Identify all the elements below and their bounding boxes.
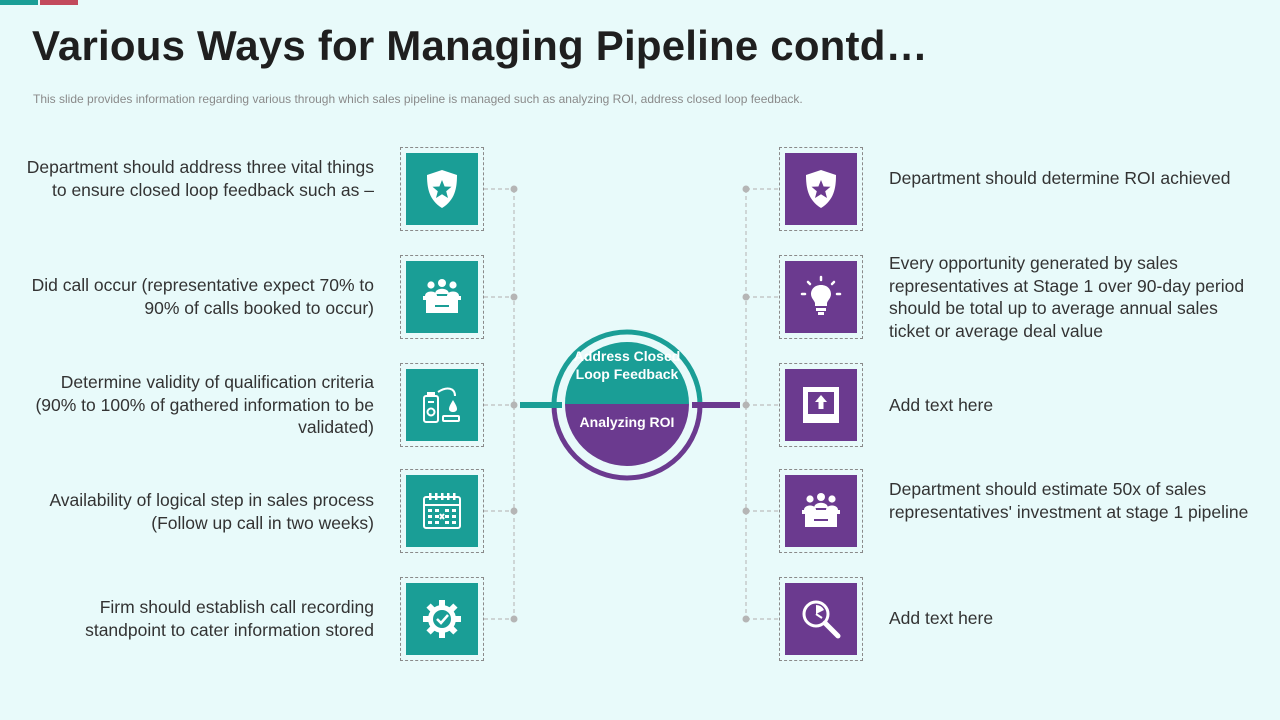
right-item-text-5: Add text here bbox=[889, 608, 994, 628]
left-item-text-4: Availability of logical step in sales pr… bbox=[49, 490, 374, 533]
slide-title: Various Ways for Managing Pipeline contd… bbox=[32, 22, 928, 69]
team-meeting-icon bbox=[802, 493, 840, 527]
left-icon-box-2 bbox=[400, 255, 484, 339]
right-item-text-2: Every opportunity generated by sales rep… bbox=[889, 253, 1245, 341]
left-item-text-1: Department should address three vital th… bbox=[26, 157, 374, 200]
left-item-text-3: Determine validity of qualification crit… bbox=[35, 372, 374, 437]
connector-dot bbox=[510, 507, 518, 515]
connector-dot bbox=[510, 185, 518, 193]
connector-dot bbox=[510, 615, 518, 623]
validation-tools-icon bbox=[423, 387, 460, 423]
connector-dot bbox=[742, 185, 750, 193]
gear-check-icon bbox=[423, 600, 461, 638]
lightbulb-icon bbox=[800, 275, 842, 315]
left-icon-box-3 bbox=[400, 363, 484, 447]
upload-icon bbox=[803, 387, 839, 423]
central-hub bbox=[520, 329, 740, 481]
connector-dot bbox=[510, 293, 518, 301]
right-icon-box-3 bbox=[779, 363, 863, 447]
team-meeting-icon bbox=[423, 279, 461, 313]
shield-star-icon bbox=[427, 170, 457, 208]
hub-bottom-label: Analyzing ROI bbox=[579, 414, 675, 430]
right-icon-box-5 bbox=[779, 577, 863, 661]
right-icon-box-2 bbox=[779, 255, 863, 339]
left-item-text-5: Firm should establish call recording sta… bbox=[85, 597, 374, 640]
connector-dot bbox=[510, 401, 518, 409]
slide-subtitle: This slide provides information regardin… bbox=[33, 92, 803, 106]
right-icon-box-1 bbox=[779, 147, 863, 231]
right-item-text-1: Department should determine ROI achieved bbox=[889, 168, 1231, 188]
calendar-icon bbox=[423, 493, 461, 529]
connector-dot bbox=[742, 401, 750, 409]
right-item-text-3: Add text here bbox=[889, 395, 994, 415]
accent-bar-teal bbox=[0, 0, 38, 5]
left-icon-box-4 bbox=[400, 469, 484, 553]
shield-star-icon bbox=[806, 170, 836, 208]
right-item-text-4: Department should estimate 50x of sales … bbox=[889, 479, 1249, 522]
hub-top-label: Address Closed Loop Feedback bbox=[573, 348, 681, 382]
left-icon-box-1 bbox=[400, 147, 484, 231]
left-item-text-2: Did call occur (representative expect 70… bbox=[31, 275, 374, 318]
left-icon-box-5 bbox=[400, 577, 484, 661]
search-chart-icon bbox=[802, 600, 841, 639]
connector-dot bbox=[742, 293, 750, 301]
right-icon-box-4 bbox=[779, 469, 863, 553]
connector-dot bbox=[742, 615, 750, 623]
connector-dot bbox=[742, 507, 750, 515]
accent-bar-red bbox=[40, 0, 78, 5]
